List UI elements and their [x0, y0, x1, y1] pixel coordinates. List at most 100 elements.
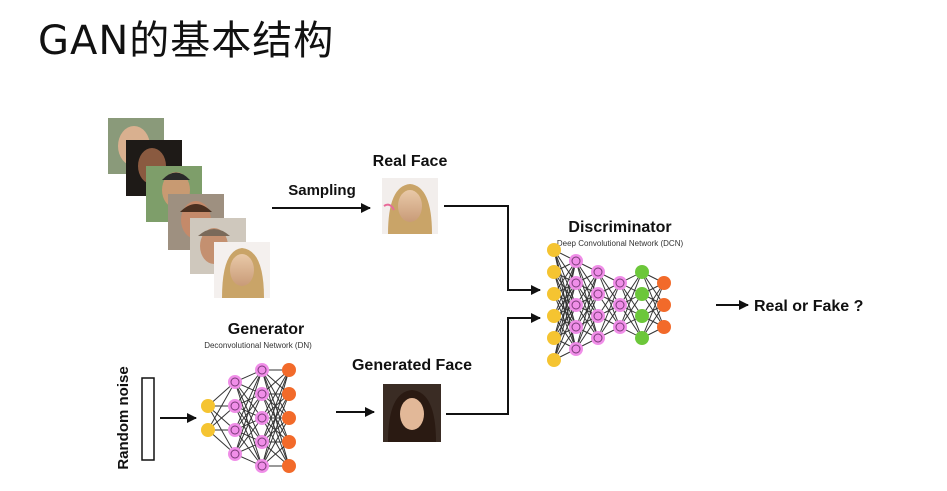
random-noise-label: Random noise [115, 366, 132, 469]
network-node [635, 265, 649, 279]
network-node [657, 320, 671, 334]
page-title: GAN的基本结构 [38, 18, 335, 64]
network-node [282, 459, 296, 473]
network-node-ring [257, 437, 267, 447]
sampling-label: Sampling [288, 182, 356, 199]
network-edge [261, 417, 290, 467]
network-edge [553, 304, 577, 361]
generator-label: Generator [228, 321, 304, 338]
discriminator-network [547, 243, 671, 367]
network-edge [234, 369, 263, 407]
network-node-ring [593, 289, 603, 299]
network-node-ring [230, 401, 240, 411]
network-node [591, 287, 605, 301]
network-node [635, 309, 649, 323]
network-node-ring [571, 300, 581, 310]
network-node [635, 287, 649, 301]
noise-vector-box [141, 377, 155, 461]
real-face-image [382, 178, 438, 234]
network-edge [261, 369, 290, 443]
network-edge [553, 282, 577, 361]
network-node [255, 435, 269, 449]
network-node [569, 276, 583, 290]
network-edge [641, 282, 665, 339]
network-edge [207, 381, 236, 431]
network-node-ring [615, 322, 625, 332]
network-node-ring [593, 267, 603, 277]
network-edge [575, 293, 599, 350]
generator-network [201, 363, 296, 473]
network-node [282, 411, 296, 425]
network-edge [619, 271, 643, 328]
network-node [591, 265, 605, 279]
generated-to-discriminator-arrow [446, 313, 541, 415]
network-edge [261, 369, 290, 419]
network-edge [575, 271, 599, 328]
network-node-ring [593, 333, 603, 343]
network-node-ring [571, 278, 581, 288]
discriminator-label: Discriminator [568, 219, 671, 236]
network-node [547, 287, 561, 301]
network-node [201, 423, 215, 437]
generated-face-image [383, 384, 441, 442]
network-node [657, 298, 671, 312]
network-edge [234, 417, 263, 455]
network-edge [234, 369, 263, 455]
network-node-ring [230, 425, 240, 435]
network-node [228, 399, 242, 413]
network-node [547, 265, 561, 279]
network-node [613, 298, 627, 312]
network-edge [261, 369, 290, 467]
network-node [569, 342, 583, 356]
network-node [255, 363, 269, 377]
network-node-ring [571, 256, 581, 266]
network-node [569, 320, 583, 334]
network-node [591, 309, 605, 323]
network-node-ring [571, 322, 581, 332]
network-node [282, 435, 296, 449]
network-edge [234, 393, 263, 455]
network-node-ring [257, 365, 267, 375]
discriminator-subtitle: Deep Convolutional Network (DCN) [557, 239, 684, 248]
network-node [613, 320, 627, 334]
network-node [613, 276, 627, 290]
network-node [547, 309, 561, 323]
network-node [547, 353, 561, 367]
network-node [635, 331, 649, 345]
network-node [591, 331, 605, 345]
network-node-ring [615, 278, 625, 288]
network-node-ring [230, 377, 240, 387]
network-node-ring [257, 461, 267, 471]
network-node [569, 298, 583, 312]
network-node [282, 387, 296, 401]
network-node [228, 447, 242, 461]
network-node [255, 387, 269, 401]
network-node-ring [593, 311, 603, 321]
network-node [201, 399, 215, 413]
network-node-ring [257, 389, 267, 399]
network-node-ring [615, 300, 625, 310]
real-face-label: Real Face [373, 153, 448, 170]
generator-subtitle: Deconvolutional Network (DN) [204, 341, 312, 350]
network-node [255, 411, 269, 425]
network-edge [597, 282, 621, 339]
generated-face-label: Generated Face [352, 357, 472, 374]
network-node-ring [571, 344, 581, 354]
network-node [255, 459, 269, 473]
network-edge [261, 393, 290, 467]
network-node [547, 243, 561, 257]
network-node [228, 423, 242, 437]
network-edge [234, 369, 263, 431]
network-edge [553, 260, 577, 317]
network-node-ring [257, 413, 267, 423]
face-photo [214, 242, 270, 298]
network-edge [553, 260, 577, 339]
network-node [657, 276, 671, 290]
real-to-discriminator-arrow [444, 205, 541, 295]
network-node [569, 254, 583, 268]
network-node [282, 363, 296, 377]
face-photo-stack [108, 118, 270, 298]
output-label: Real or Fake ? [754, 298, 863, 315]
network-node [228, 375, 242, 389]
